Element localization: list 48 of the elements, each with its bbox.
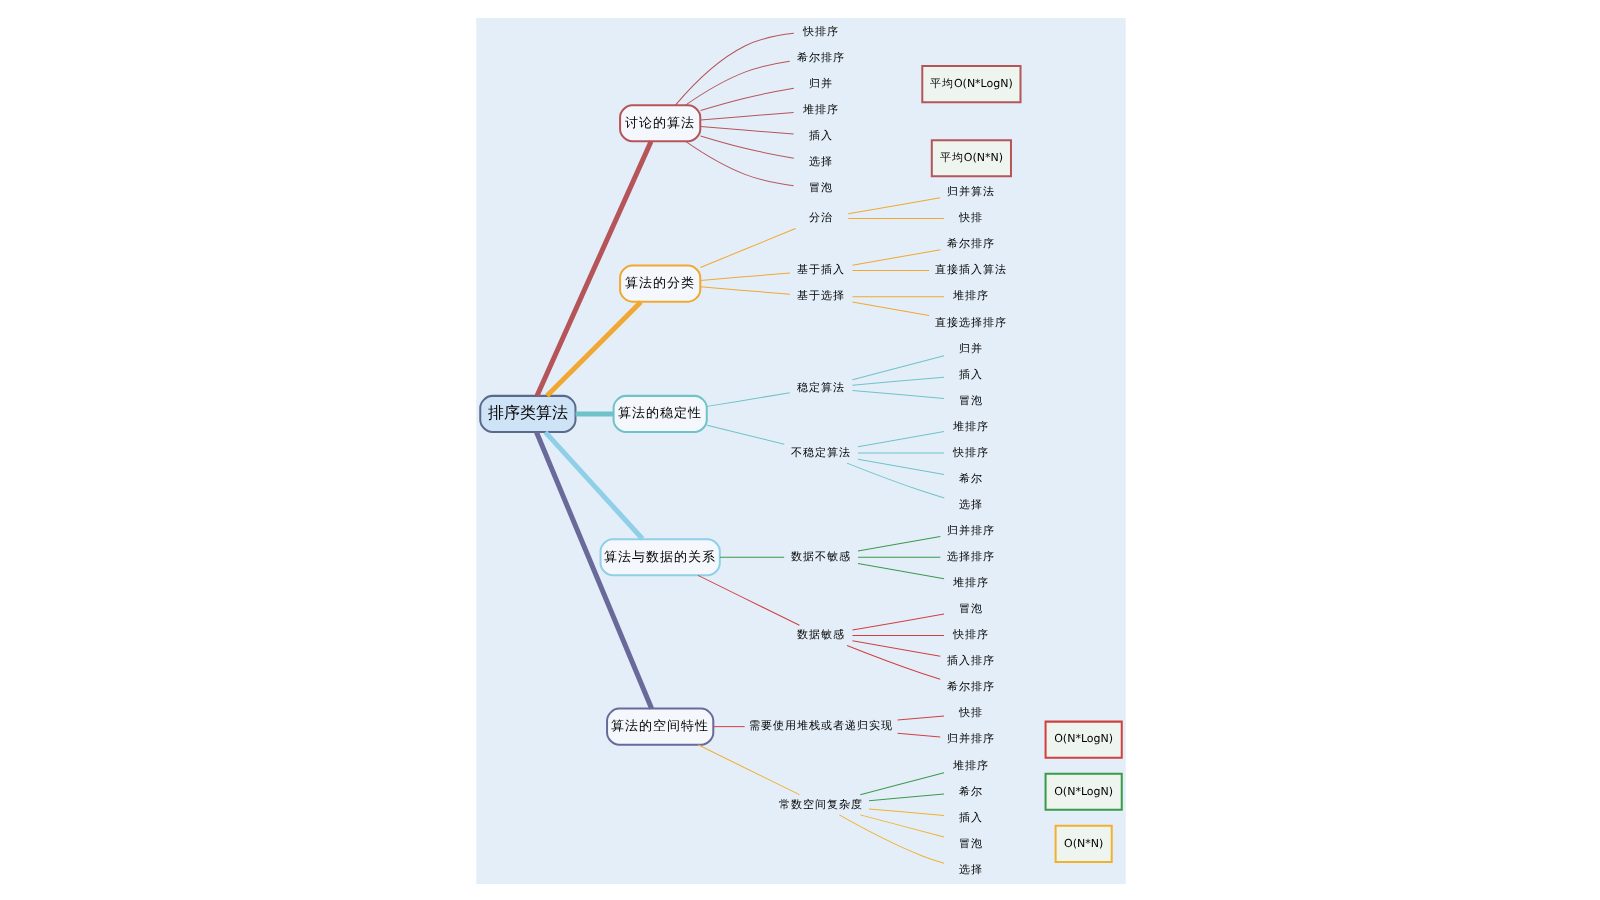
connector — [856, 451, 944, 453]
connector — [698, 227, 796, 267]
connector — [698, 285, 790, 294]
connector — [850, 612, 944, 630]
connector — [696, 573, 799, 625]
connector — [850, 295, 944, 297]
connector — [673, 31, 794, 105]
connector — [574, 410, 613, 416]
connector — [858, 771, 944, 795]
connector — [846, 196, 940, 214]
connector — [837, 813, 944, 863]
connector — [845, 461, 944, 498]
connector — [850, 633, 944, 635]
connector — [850, 375, 944, 385]
connector — [856, 555, 940, 557]
connector — [850, 300, 929, 315]
connector — [712, 725, 745, 727]
connector — [684, 59, 790, 105]
connector — [858, 813, 944, 837]
connector — [845, 644, 940, 679]
connector — [696, 743, 799, 795]
connector — [896, 714, 944, 720]
connector — [684, 139, 794, 186]
connector — [856, 430, 944, 447]
connector — [705, 391, 790, 406]
connector — [850, 248, 940, 265]
connector — [856, 457, 944, 474]
connector — [533, 430, 653, 709]
connector — [850, 354, 944, 380]
connector — [867, 792, 944, 801]
connector — [699, 86, 794, 110]
connector — [850, 639, 940, 656]
connector — [856, 534, 940, 551]
connector — [850, 269, 929, 271]
connector — [718, 555, 784, 557]
connector — [544, 299, 642, 397]
connector — [698, 271, 790, 280]
connector — [698, 110, 794, 120]
connector — [698, 124, 794, 134]
connector — [856, 562, 944, 579]
connector — [867, 807, 944, 816]
connector — [896, 731, 940, 737]
connector — [850, 389, 944, 399]
connector — [699, 134, 794, 158]
connector — [533, 139, 653, 396]
connector — [705, 423, 784, 444]
connector — [846, 216, 944, 218]
connector — [542, 429, 644, 540]
